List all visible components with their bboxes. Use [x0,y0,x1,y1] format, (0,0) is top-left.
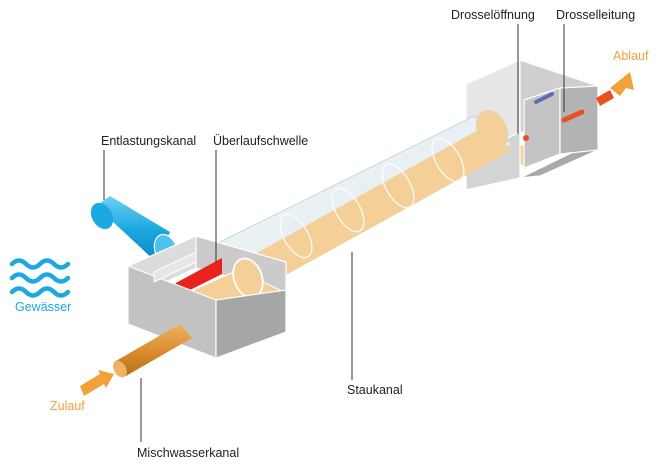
overflow-chamber [127,235,287,359]
relief-sewer-body [96,196,170,262]
storage-sewer-rings [279,137,465,259]
label-ablauf: Ablauf [613,49,649,63]
combined-sewer-end [113,360,127,378]
overflow-chamber-inner-divider [153,251,197,283]
label-staukanal: Staukanal [347,383,403,397]
combined-sewer-body [114,324,192,376]
throttle-chamber-right-wall [559,85,599,155]
label-mischwasserkanal: Mischwasserkanal [137,446,239,460]
overflow-chamber-front-right [215,289,287,359]
label-drosseloeffnung: Drosselöffnung [451,8,535,22]
inflow-arrow-icon [80,370,114,396]
label-zulauf: Zulauf [50,399,85,413]
throttle-opening [534,92,554,104]
storage-sewer [215,110,513,296]
outflow-pipe [596,90,614,106]
throttle-orifice-dot [523,135,529,141]
label-gewaesser: Gewässer [15,300,71,314]
outflow-arrow-icon [596,72,634,106]
label-drosselleitung: Drosselleitung [556,8,635,22]
water-waves-icon [9,258,71,298]
label-entlastungskanal: Entlastungskanal [101,134,196,148]
label-ueberlaufschwelle: Überlaufschwelle [213,134,308,148]
throttle-pipe [561,109,585,123]
storage-sewer-end-ring [476,110,508,150]
relief-sewer-back-end [90,202,114,230]
leader-lines [103,24,565,442]
combined-sewer [113,324,192,378]
